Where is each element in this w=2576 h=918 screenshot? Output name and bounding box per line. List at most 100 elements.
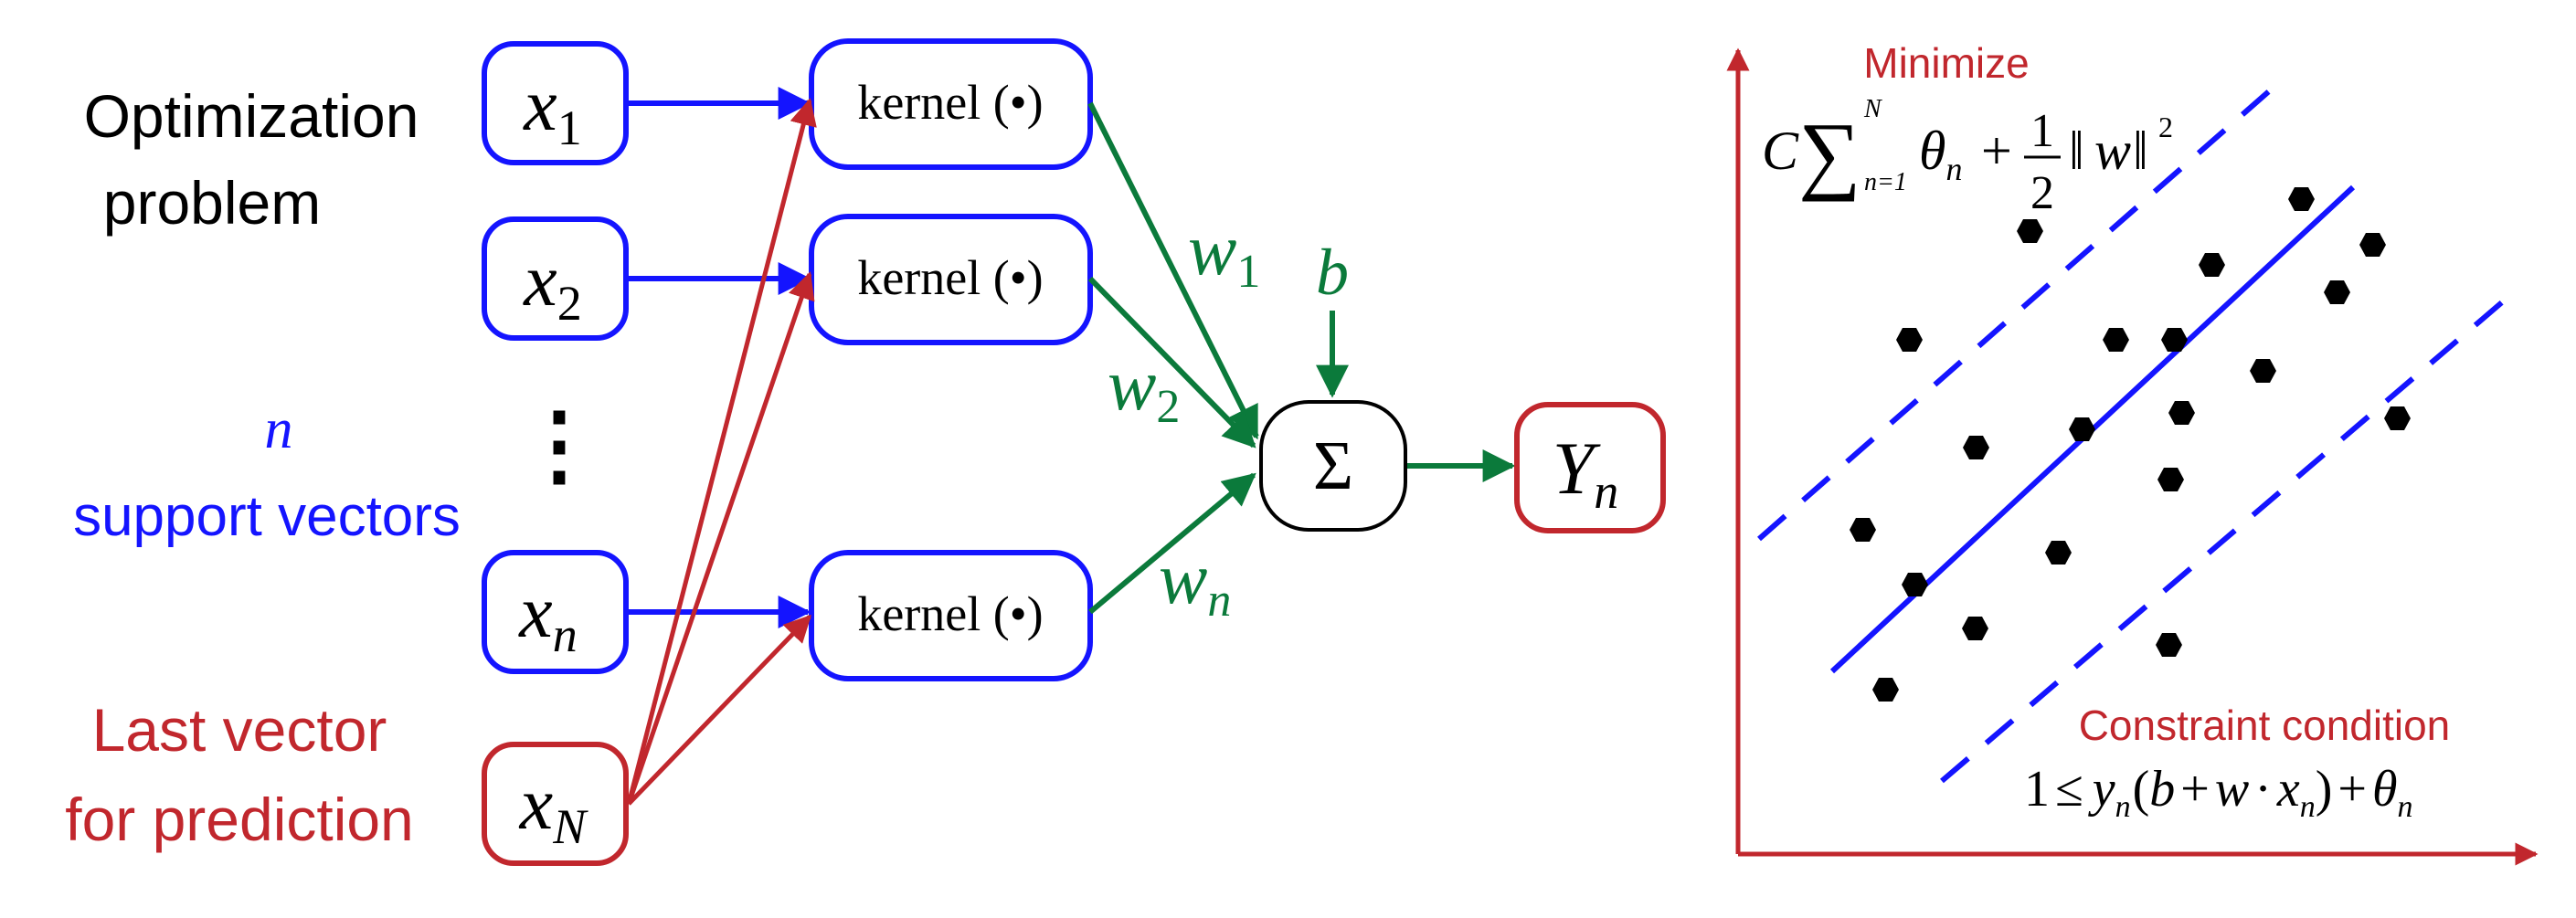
constraint-plus1: + <box>2180 761 2210 818</box>
data-point <box>1896 328 1923 352</box>
data-point <box>2103 328 2129 352</box>
constraint-y-sub: n <box>2115 790 2131 824</box>
objective-norm-close: ‖ <box>2133 121 2148 181</box>
data-point <box>1963 436 1989 459</box>
output-var: Y <box>1553 427 1601 510</box>
input-sub: 2 <box>557 276 582 331</box>
label-last-vector-line1: Last vector <box>92 696 387 764</box>
constraint-title: Constraint condition <box>2079 702 2451 749</box>
input-node-x2: x2 <box>482 216 629 341</box>
constraint-theta-sub: n <box>2397 790 2412 824</box>
label-last-vector-line2: for prediction <box>65 786 414 853</box>
vertical-ellipsis: ⋮ <box>515 396 603 494</box>
constraint-leq: ≤ <box>2055 761 2083 818</box>
kernel-label: kernel (•) <box>857 75 1043 130</box>
minimize-title: Minimize <box>1863 39 2029 87</box>
data-point <box>2250 359 2276 383</box>
weight-sub: n <box>1207 575 1231 627</box>
svg-text:θn: θn <box>1919 121 1962 187</box>
data-point <box>2288 187 2315 211</box>
svg-text:xN: xN <box>519 762 588 854</box>
weight-w2: w2 <box>1108 345 1180 433</box>
objective-sum-sign: ∑ <box>1798 104 1860 202</box>
sum-symbol: Σ <box>1313 427 1353 504</box>
objective-fraction-den: 2 <box>2030 167 2054 219</box>
input-var: x <box>518 570 552 653</box>
svg-text:x1: x1 <box>523 63 581 155</box>
objective-theta: θ <box>1919 121 1945 181</box>
data-point <box>2045 541 2072 565</box>
objective-formula: C ∑ N n=1 θn + 1 2 ‖ w ‖ 2 <box>1762 95 2173 219</box>
data-point <box>2359 233 2386 257</box>
svg-text:x2: x2 <box>523 238 581 331</box>
arrow-kernel1-sum <box>1087 101 1259 440</box>
data-point <box>2199 253 2225 277</box>
weight-sub: 1 <box>1236 246 1260 298</box>
label-support-vectors: support vectors <box>73 485 461 548</box>
data-point <box>2157 468 2184 491</box>
svg-text:Yn: Yn <box>1553 427 1619 519</box>
svg-text:xn: xn <box>518 570 577 662</box>
kernel-label: kernel (•) <box>857 586 1043 641</box>
arrow-kernel2-sum <box>1087 276 1256 448</box>
kernel-node-2: kernel (•) <box>809 214 1093 345</box>
constraint-w: w <box>2215 761 2249 818</box>
constraint-dot: · <box>2254 761 2272 818</box>
kernel-node-n: kernel (•) <box>809 550 1093 681</box>
weight-sub: 2 <box>1156 381 1180 433</box>
data-point <box>1850 518 1876 542</box>
data-points <box>1850 187 2411 702</box>
weight-var: w <box>1108 345 1156 426</box>
objective-theta-sub: n <box>1945 151 1962 187</box>
arrow-xN-kernel2 <box>626 271 815 805</box>
weight-var: w <box>1188 210 1236 290</box>
arrow-xN-kernel1 <box>626 98 817 805</box>
objective-C: C <box>1762 121 1799 181</box>
input-sub: 1 <box>557 100 582 155</box>
kernel-label: kernel (•) <box>857 250 1043 305</box>
data-point <box>2384 406 2411 430</box>
constraint-y: y <box>2088 761 2115 818</box>
output-sub: n <box>1594 464 1618 519</box>
label-optimization-line1: Optimization <box>84 82 419 150</box>
data-point <box>2324 280 2350 304</box>
input-node-xn: xn <box>482 550 629 674</box>
constraint-open: ( <box>2133 761 2150 818</box>
data-point <box>1962 617 1988 640</box>
objective-power: 2 <box>2158 111 2173 143</box>
objective-plus: + <box>1981 121 2012 181</box>
objective-norm-open: ‖ <box>2069 121 2084 181</box>
constraint-b: b <box>2149 761 2175 818</box>
arrow-xN-kernel-n <box>627 614 812 806</box>
bias-label: b <box>1316 236 1349 309</box>
weight-wn: wn <box>1159 539 1231 627</box>
constraint-x: x <box>2276 761 2300 818</box>
constraint-plus2: + <box>2337 761 2367 818</box>
sum-node: Σ <box>1259 400 1407 532</box>
label-optimization-line2: problem <box>103 169 321 237</box>
arrow-kernel-n-sum <box>1088 472 1256 615</box>
weight-w1: w1 <box>1188 210 1260 298</box>
input-var: x <box>523 238 557 322</box>
objective-fraction-num: 1 <box>2030 105 2054 157</box>
data-point <box>2168 401 2195 425</box>
kernel-node-1: kernel (•) <box>809 38 1093 170</box>
objective-w: w <box>2094 121 2131 181</box>
constraint-x-sub: n <box>2300 790 2316 824</box>
constraint-close: ) <box>2316 761 2333 818</box>
data-point <box>2069 417 2095 441</box>
constraint-formula: 1≤yn(b+w·xn)+θn <box>2024 761 2412 824</box>
data-point <box>2156 633 2182 657</box>
objective-sum-upper: N <box>1863 95 1882 123</box>
input-var: x <box>523 63 557 146</box>
constraint-theta: θ <box>2372 761 2398 818</box>
data-point <box>2017 219 2043 243</box>
data-point <box>2161 328 2188 352</box>
input-node-x1: x1 <box>482 41 629 165</box>
input-node-xN: xN <box>482 742 629 866</box>
input-sub: n <box>553 607 578 662</box>
label-n: n <box>265 398 293 460</box>
data-point <box>1902 573 1928 596</box>
